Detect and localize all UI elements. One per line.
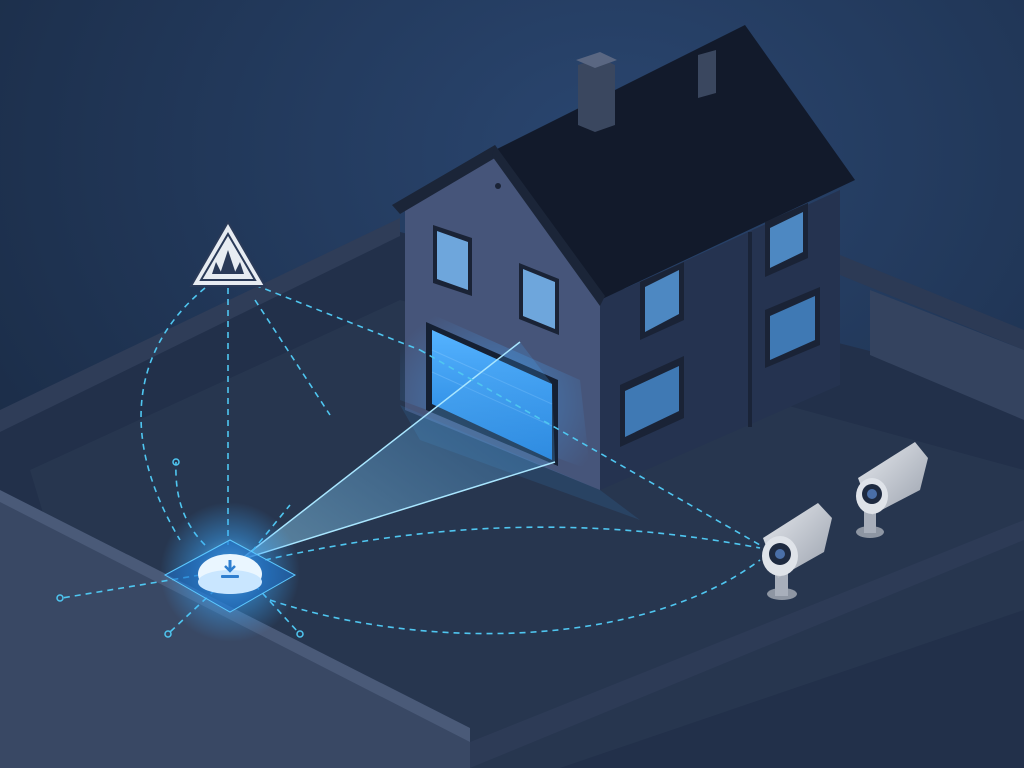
beam-edge-top xyxy=(239,341,521,561)
link-warning-yard xyxy=(254,299,331,416)
node-bottom-left xyxy=(164,630,172,638)
window-side-2-glass xyxy=(770,212,803,268)
motion-sensor-icon xyxy=(221,560,239,578)
window-side-4-glass xyxy=(770,296,815,360)
house-roof xyxy=(495,25,855,300)
fence-back-left xyxy=(0,218,400,432)
link-sensor-camera-upper xyxy=(264,526,761,561)
roof-edge-left xyxy=(392,145,500,214)
window-front-2-glass xyxy=(523,269,555,329)
warning-sign xyxy=(189,220,267,287)
camera-1-lens xyxy=(867,489,877,499)
attic-vent xyxy=(495,183,501,189)
node-bottom-right xyxy=(296,630,304,638)
warning-triangle-icon xyxy=(212,250,244,274)
security-camera-1 xyxy=(856,442,928,538)
fence-right-block xyxy=(870,290,1024,420)
curb-front-right xyxy=(470,520,1024,768)
drainpipe xyxy=(748,232,752,427)
sensor-body-shade xyxy=(198,570,262,594)
chimney-2 xyxy=(698,50,716,98)
link-sensor-up-left xyxy=(175,461,206,546)
node-top-left xyxy=(172,458,180,466)
window-front-1-glass xyxy=(437,231,468,290)
security-camera-2 xyxy=(762,503,832,600)
warning-triangle-inner xyxy=(199,232,257,281)
chimney-1-cap xyxy=(576,52,617,68)
sensor-light-beam xyxy=(240,342,555,560)
link-warning-garage xyxy=(254,284,421,351)
window-side-3-glass xyxy=(625,366,679,437)
chimney-1 xyxy=(578,58,615,132)
fence-back-right xyxy=(840,255,1024,350)
network-nodes xyxy=(56,458,304,638)
link-warning-arc-left xyxy=(140,287,206,541)
node-left xyxy=(56,594,64,602)
link-sensor-camera-lower xyxy=(269,559,761,635)
window-side-1-glass xyxy=(645,270,679,332)
roof-edge-right xyxy=(492,145,605,306)
motion-sensor xyxy=(160,502,300,642)
camera-2-lens xyxy=(775,549,785,559)
